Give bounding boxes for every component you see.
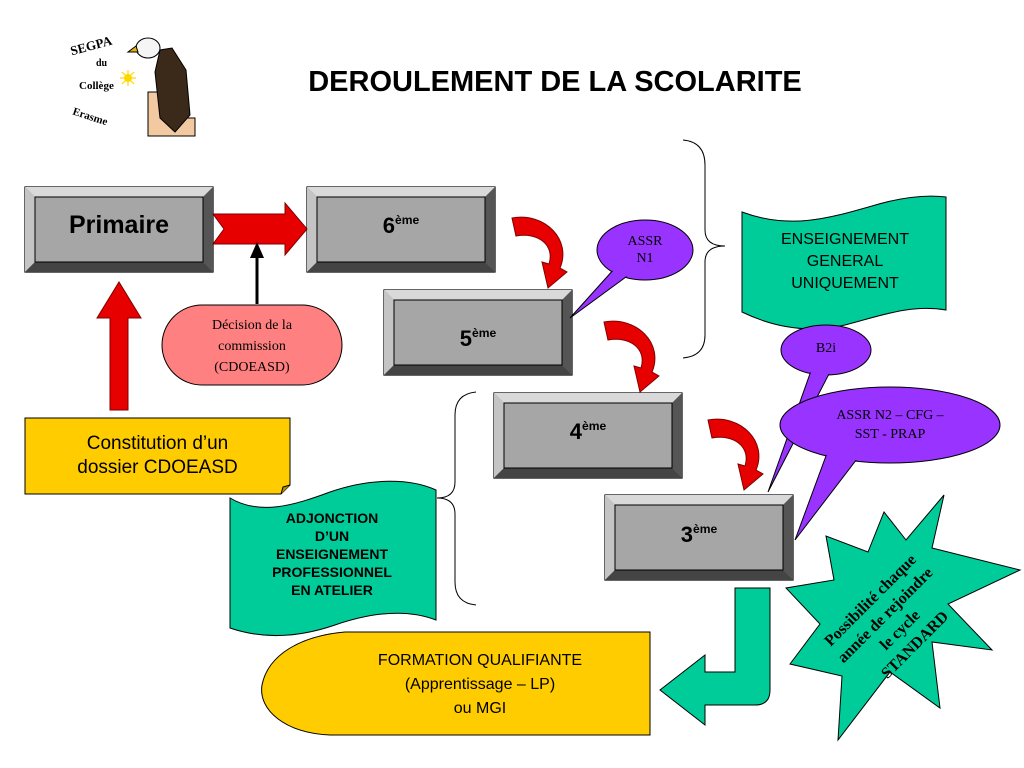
box-4eme-shape xyxy=(493,392,683,479)
box-5eme-suffix: ème xyxy=(472,326,497,340)
box-primaire-shape xyxy=(24,186,214,273)
formation-line-2: (Apprentissage – LP) xyxy=(404,676,556,693)
arrow-3eme-to-formation xyxy=(659,587,771,727)
logo xyxy=(120,37,196,137)
arrow-primaire-to-6eme xyxy=(212,201,308,257)
formation-line-1: FORMATION QUALIFIANTE xyxy=(377,652,583,669)
banner-general-line-3: UNIQUEMENT xyxy=(791,275,899,292)
banner-adjonction-line-3: ENSEIGNEMENT xyxy=(275,546,388,562)
constitution-box: Constitution d’un dossier CDOEASD xyxy=(25,432,290,480)
box-6eme-suffix: ème xyxy=(395,213,420,227)
decision-box-shape xyxy=(161,304,343,386)
curved-arrow-5-to-4 xyxy=(603,320,660,393)
decision-line-3: (CDOEASD) xyxy=(214,360,290,375)
banner-general: ENSEIGNEMENT GENERAL UNIQUEMENT xyxy=(748,229,942,295)
callout-assr-n2-line-2: SST - PRAP xyxy=(854,427,926,442)
banner-general-line-1: ENSEIGNEMENT xyxy=(780,231,909,248)
callout-assr-n2-line-1: ASSR N2 – CFG – xyxy=(836,408,944,423)
decision-line-1: Décision de la xyxy=(211,318,293,333)
box-6eme-number: 6 xyxy=(382,213,396,239)
box-5eme: 5ème xyxy=(394,326,562,352)
logo-text-college: Collège xyxy=(79,80,114,92)
box-5eme-shape xyxy=(383,289,573,376)
formation-line-3: ou MGI xyxy=(453,700,507,717)
eagle-icon xyxy=(120,37,196,137)
box-4eme-suffix: ème xyxy=(582,419,607,433)
box-4eme-number: 4 xyxy=(569,419,583,445)
box-primaire-label: Primaire xyxy=(68,211,170,239)
brace-left-adjonction xyxy=(436,391,477,606)
box-3eme-number: 3 xyxy=(680,522,694,548)
box-3eme-suffix: ème xyxy=(693,522,718,536)
box-3eme-shape xyxy=(604,494,794,581)
banner-adjonction-line-1: ADJONCTION xyxy=(285,510,379,526)
constitution-line-1: Constitution d’un xyxy=(86,433,229,454)
starburst-shape xyxy=(784,494,1022,742)
curved-arrow-4-to-3 xyxy=(707,418,764,491)
box-3eme: 3ème xyxy=(615,522,783,548)
box-4eme: 4ème xyxy=(504,419,672,445)
box-primaire: Primaire xyxy=(35,211,203,240)
callout-assr-n2-shape xyxy=(779,386,1001,541)
banner-adjonction-shape xyxy=(229,480,437,637)
curved-arrow-6-to-5 xyxy=(511,216,568,289)
box-6eme-shape xyxy=(306,186,496,273)
formation-shape xyxy=(261,631,651,736)
banner-adjonction-line-4: PROFESSIONNEL xyxy=(272,564,392,580)
arrow-constitution-to-primaire xyxy=(96,281,142,411)
callout-assr-n1-line-2: N1 xyxy=(636,251,654,266)
logo-text-du: du xyxy=(96,58,108,69)
arrow-decision-up xyxy=(250,242,264,304)
banner-adjonction: ADJONCTION D’UN ENSEIGNEMENT PROFESSIONN… xyxy=(232,509,432,599)
decision-box: Décision de la commission (CDOEASD) xyxy=(162,315,342,378)
box-5eme-number: 5 xyxy=(459,326,473,352)
constitution-line-2: dossier CDOEASD xyxy=(77,457,238,478)
callout-assr-n1-shape xyxy=(569,219,694,319)
callout-b2i: B2i xyxy=(815,341,837,356)
formation-box: FORMATION QUALIFIANTE (Apprentissage – L… xyxy=(320,649,640,721)
banner-adjonction-line-5: EN ATELIER xyxy=(291,582,373,598)
banner-adjonction-line-2: D’UN xyxy=(314,528,350,544)
page-title: DEROULEMENT DE LA SCOLARITE xyxy=(308,66,802,98)
callout-assr-n2: ASSR N2 – CFG – SST - PRAP xyxy=(800,406,980,444)
decision-line-2: commission xyxy=(218,339,286,354)
box-6eme: 6ème xyxy=(317,213,485,239)
callout-assr-n1-line-1: ASSR xyxy=(627,234,663,249)
callout-assr-n1: ASSR N1 xyxy=(612,233,678,267)
brace-right-general xyxy=(682,139,726,359)
banner-general-line-2: GENERAL xyxy=(806,253,884,270)
